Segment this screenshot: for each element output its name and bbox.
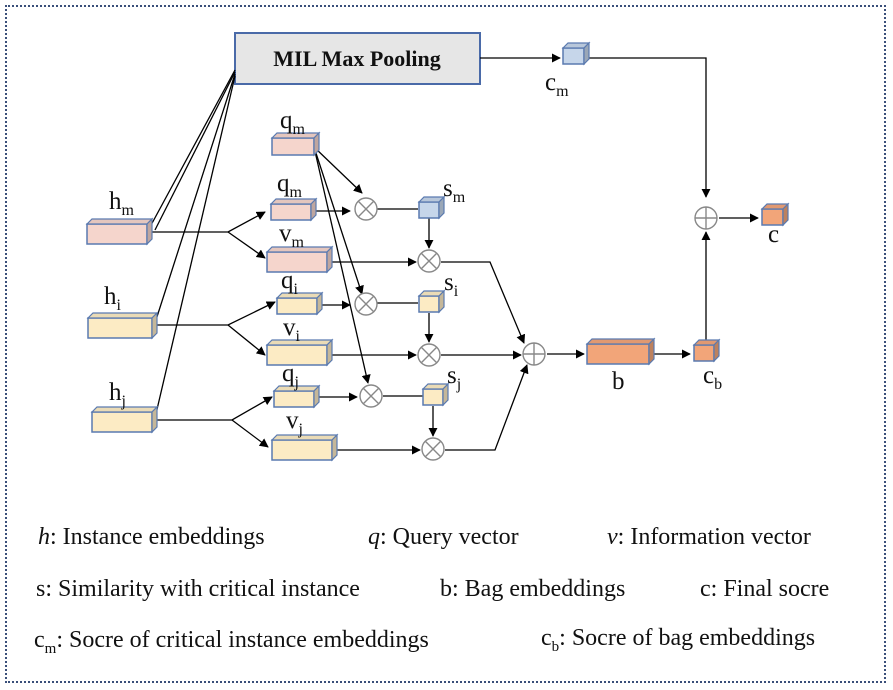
label-b: b [612,368,625,395]
block-hj [90,405,159,434]
mil-max-pooling-box: MIL Max Pooling [234,32,481,85]
label-qj: qj [282,360,299,391]
multiply-op-vj [421,437,445,461]
legend-b: b: Bag embeddings [440,576,626,602]
diagram-frame [5,5,886,683]
label-vi: vi [283,314,301,345]
legend-c: c: Final socre [700,576,830,602]
label-vm: vm [279,220,305,251]
block-sm [417,195,446,220]
legend-cb: cb: Socre of bag embeddings [541,625,816,655]
block-cb [692,338,721,363]
multiply-op-vm [417,249,441,273]
multiply-op-qi [354,292,378,316]
block-si [417,289,446,314]
block-vi [265,338,334,367]
block-qj [272,384,321,409]
block-qm [269,197,318,222]
block-hm [85,217,154,246]
connectors [149,53,759,455]
diagram-labels: hm hi hj qm qm vm qi vi qj vj sm si sj c… [104,69,779,438]
label-c: c [768,221,779,248]
block-qi [275,291,324,316]
label-si: si [444,269,459,300]
label-cm: cm [545,69,569,100]
block-qm-top [270,131,321,157]
label-hj: hj [109,379,126,410]
block-vm [265,245,334,274]
label-qi: qi [281,267,299,298]
sum-op-bag [522,342,546,366]
block-cm [561,41,591,66]
multiply-op-qm [354,197,378,221]
label-cb: cb [703,362,722,393]
label-sm: sm [443,175,466,206]
label-qm: qm [277,170,303,201]
label-sj: sj [447,362,461,393]
block-hi [86,311,159,340]
legend-cm: cm: Socre of critical instance embedding… [34,627,429,657]
label-hi: hi [104,283,122,314]
multiply-op-qj [359,384,383,408]
label-hm: hm [109,188,135,219]
label-vj: vj [286,407,303,438]
legend-v: v: Information vector [607,524,811,550]
legend-q: q: Query vector [368,524,519,550]
embedding-blocks [85,41,790,462]
block-vj [270,433,339,462]
block-sj [421,382,450,407]
block-c [760,202,790,227]
legend-h: h: Instance embeddings [38,524,265,550]
sum-op-final [694,206,718,230]
legend-s: s: Similarity with critical instance [36,576,360,602]
block-b [585,337,656,366]
multiply-op-vi [417,343,441,367]
operators [354,197,718,461]
mil-max-pooling-label: MIL Max Pooling [273,46,440,71]
label-qm-top: qm [280,107,306,138]
